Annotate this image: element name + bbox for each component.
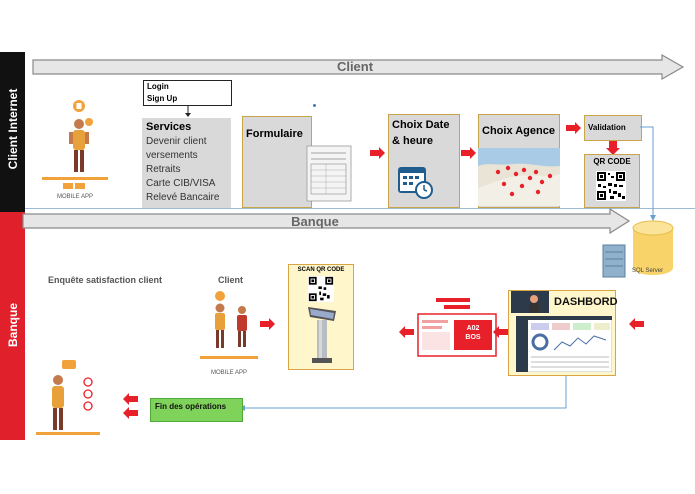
report-screen-text: A02 BOS: [465, 325, 481, 341]
banque-header-label: Banque: [291, 214, 339, 229]
formulaire-label: Formulaire: [246, 128, 303, 140]
survey-user-icon: [52, 360, 93, 430]
validation-box: [584, 115, 642, 141]
mobile-app-logo: [63, 183, 73, 189]
mobile-app-label: MOBILE APP: [56, 194, 93, 200]
signup-label[interactable]: Sign Up: [147, 94, 178, 103]
services-title: Services: [146, 121, 192, 133]
red-arrow: [566, 122, 581, 134]
service-item: Carte CIB/VISA: [146, 178, 216, 189]
database-icon: [632, 220, 674, 275]
mobile-user-icon: [69, 100, 93, 172]
dashboard-user-icon: [511, 291, 549, 313]
red-arrow-left: [629, 318, 644, 330]
login-arrow: [185, 106, 191, 117]
fin-operations-box: [150, 398, 243, 422]
banque-lane-label: Banque: [6, 303, 20, 348]
client-internet-lane: [0, 52, 25, 212]
banque-header-arrow: [22, 208, 630, 234]
red-arrow-left: [123, 407, 138, 419]
calendar-clock-icon: [398, 167, 433, 199]
kiosk-qr-icon: [308, 276, 334, 302]
report-screen-icon: [417, 298, 497, 357]
enquete-label: Enquête satisfaction client: [48, 275, 163, 285]
survey-bar: [36, 432, 100, 435]
client-header-label: Client: [336, 59, 374, 74]
service-item: versements: [146, 150, 198, 161]
bank-mobile-users-icon: [215, 291, 247, 348]
mobile-app-bar: [42, 177, 108, 180]
login-label[interactable]: Login: [147, 82, 169, 91]
client-header-arrow: [32, 54, 684, 80]
formulaire-box: [242, 116, 312, 208]
bank-mobile-app-label: MOBILE APP: [210, 370, 247, 376]
server-icon: [602, 244, 626, 278]
red-arrow-left: [123, 393, 138, 405]
service-item: Retraits: [146, 164, 181, 175]
blue-dot: [313, 104, 316, 107]
red-arrow-left: [399, 326, 414, 338]
lane-divider: [25, 208, 695, 209]
scan-qr-label: SCAN QR CODE: [297, 267, 345, 273]
validation-label: Validation: [588, 123, 626, 132]
service-item: Devenir client: [146, 136, 207, 147]
form-document-icon: [306, 145, 352, 202]
client-internet-lane-label: Client Internet: [6, 88, 20, 170]
validation-db-connector: [640, 126, 656, 221]
choix-date-line1: Choix Date: [392, 119, 450, 131]
fin-operations-label: Fin des opérations: [155, 402, 227, 411]
qr-code-icon: [596, 171, 626, 201]
mobile-app-logo-2: [75, 183, 85, 189]
red-down-arrow: [606, 141, 620, 155]
red-arrow-left: [493, 326, 508, 338]
red-arrow: [461, 147, 476, 159]
choix-date-line2: & heure: [392, 135, 433, 147]
login-signup-box[interactable]: [143, 80, 232, 106]
dashbord-label: DASHBORD: [554, 296, 618, 308]
bank-mobile-bar: [200, 356, 258, 359]
choix-agence-label: Choix Agence: [482, 125, 555, 137]
red-arrow: [260, 318, 275, 330]
agency-map-icon: [478, 148, 560, 206]
dashboard-fin-connector: [239, 376, 567, 411]
qr-code-label: QR CODE: [593, 157, 631, 166]
kiosk-icon: [308, 307, 336, 363]
services-box: [142, 118, 231, 208]
dashboard-screenshot: [516, 316, 612, 372]
banque-lane: [0, 212, 25, 440]
red-arrow: [370, 147, 385, 159]
bank-client-label: Client: [218, 275, 244, 285]
service-item: Relevé Bancaire: [146, 192, 220, 203]
sql-server-label: SQL Server: [632, 268, 664, 274]
